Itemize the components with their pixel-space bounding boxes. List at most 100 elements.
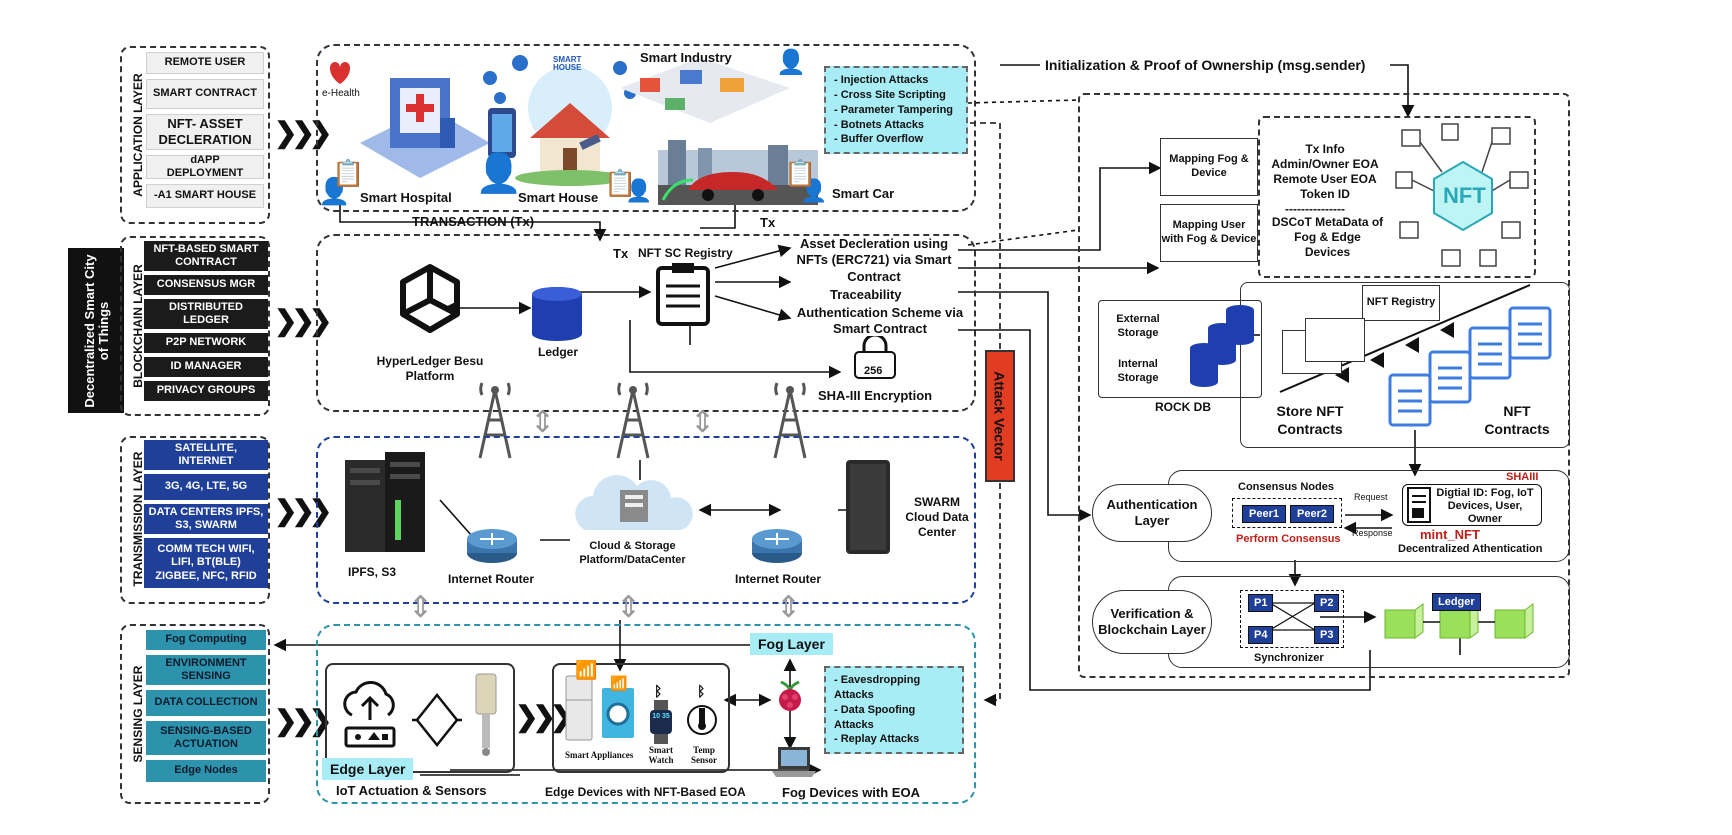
hyperledger-icon [400,264,460,333]
user-icon: 👤 [475,153,523,195]
feature-authentication: Authentication Scheme via Smart Contract [796,305,964,337]
peer-node: P1 [1248,594,1274,612]
request-label: Request [1354,492,1388,502]
se-item: Edge Nodes [146,760,266,782]
peers-frame [1232,498,1342,528]
ledger-badge: Ledger [1432,593,1481,611]
transaction-label: TRANSACTION (Tx) [412,214,535,229]
double-arrow-icon: ⇕ [408,591,434,624]
smart-house-sign: SMART HOUSE [553,55,582,72]
nft-contracts-icons [1388,306,1552,427]
user-icon: 👤 [800,178,828,203]
contract-icon: 📋 [332,158,365,188]
sha-label: SHAIII [1506,471,1539,483]
hash-label: 256 [864,365,883,377]
tr-item: 3G, 4G, LTE, 5G [144,474,268,500]
id-document-icon [1407,487,1431,523]
threat-item: - Injection Attacks [834,74,929,86]
storage-frame [1240,282,1570,448]
threat-item: - Parameter Tampering [834,103,954,116]
device-label: Temp Sensor [690,745,717,765]
perform-consensus-label: Perform Consensus [1236,533,1341,545]
chevron-arrows-icon: ❯❯❯ [274,117,332,148]
raspberry-pi-icon [779,680,801,711]
cell-tower-icon [478,382,512,459]
verification-layer-oval: Verification & Blockchain Layer [1092,590,1212,654]
router-label: Internet Router [448,572,535,586]
transmission-layer-frame [120,436,270,604]
application-layer-frame [120,46,270,224]
peer-node: Peer2 [1290,505,1334,523]
peer-node: P2 [1314,594,1340,612]
chevron-arrows-icon: ❯❯❯ [515,701,573,732]
hyperledger-label: HyperLedger Besu Platform [376,354,484,383]
double-arrow-icon: ⇕ [530,406,556,439]
tx-info-line: Remote User EOA [1273,172,1377,186]
user-icon: 👤 [776,49,806,76]
tx-info-line: Admin/Owner EOA [1271,157,1379,171]
satellite-icon [579,134,601,150]
feature-asset-decleration: Asset Decleration using NFTs (ERC721) vi… [796,236,952,284]
server-rack-icon [345,452,425,552]
wifi-icon: 📶 [575,660,598,680]
se-item: Fog Computing [146,630,266,650]
cloud-storage-icon [575,474,693,530]
smart-hospital-label: Smart Hospital [360,190,452,205]
contract-icon: 📋 [604,168,637,198]
lock-icon [854,336,896,379]
consensus-nodes-label: Consensus Nodes [1238,481,1334,493]
smart-car-illustration [658,140,818,205]
peer-node: P3 [1314,626,1340,644]
peer-node: Peer1 [1242,505,1286,523]
response-label: Response [1352,528,1393,538]
registry-clipboard-icon [656,263,710,326]
registry-label: NFT SC Registry [638,246,733,260]
washer-icon [602,688,634,738]
metadata-label: DSCoT MetaData of Fog & Edge Devices [1271,215,1384,259]
user-icon: 👤 [625,178,653,203]
smart-car-label: Smart Car [832,186,895,201]
network-icons [483,55,636,104]
wifi-icon: 📶 [610,675,628,691]
tx-info-line: Token ID [1300,187,1350,201]
peer-node: P4 [1248,626,1274,644]
rockdb-label: ROCK DB [1155,400,1211,414]
application-threats: - Injection Attacks - Cross Site Scripti… [824,66,968,155]
iot-box [325,663,515,773]
edge-layer-badge: Edge Layer [322,758,414,780]
double-arrow-icon: ⇕ [776,591,802,624]
tr-item: DATA CENTERS IPFS, S3, SWARM [144,504,268,534]
ledger-database-icon [532,287,582,341]
cell-tower-icon [616,382,650,459]
nft-registry-doc: NFT Registry [1362,285,1440,321]
chevron-arrows-icon: ❯❯❯ [274,705,332,736]
hospital-icon [330,62,490,178]
double-arrow-icon: ⇕ [616,591,642,624]
app-item: dAPP DEPLOYMENT [146,154,264,179]
nft-contracts-label: NFT Contracts [1484,403,1550,437]
device-label: Smart Appliances [565,750,634,760]
attack-vector-bar: Attack Vector [985,350,1015,482]
app-item: SMART CONTRACT [146,79,264,109]
blockchain-layer-frame [120,236,270,416]
application-scene-frame [316,44,976,212]
cloud-label: Cloud & Storage Platform/DataCenter [579,540,686,566]
blockchain-scene-frame [316,234,976,412]
sensing-scene-frame [316,624,976,804]
app-item: REMOTE USER [146,52,264,74]
tr-item: COMM TECH WIFI, LIFI, BT(BLE) ZIGBEE, NF… [144,538,268,588]
internal-storage-label: Internal Storage [1117,358,1159,384]
digital-id-frame [1402,484,1542,526]
laptop-icon [772,747,816,777]
swarm-server-icon [846,460,890,554]
mapping-user-doc: Mapping User with Fog & Device [1160,204,1258,262]
user-icon: 👤 [318,176,351,206]
threat-item: - Buffer Overflow [834,133,924,146]
device-label: Smart Watch [648,745,674,765]
edge-caption: Edge Devices with NFT-Based EOA [545,785,746,799]
transmission-scene-frame [316,436,976,604]
verification-frame [1168,576,1570,668]
synchronizer-label: Synchronizer [1254,652,1324,664]
bc-item: NFT-BASED SMART CONTRACT [144,241,268,271]
